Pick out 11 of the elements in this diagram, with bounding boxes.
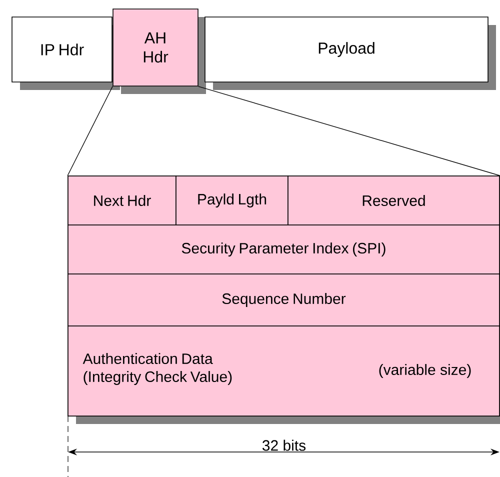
field-cell: Sequence Number xyxy=(68,274,500,326)
header-box: IP Hdr xyxy=(12,16,112,82)
field-cell: Payld Lgth xyxy=(176,176,288,226)
expansion-line xyxy=(67,86,113,176)
header-box: AH Hdr xyxy=(112,8,198,86)
field-cell: Next Hdr xyxy=(68,176,176,226)
field-cell: Reserved xyxy=(288,176,500,226)
payload-box: Payload xyxy=(204,16,488,82)
field-cell: Authentication Data (Integrity Check Value) (variable size) xyxy=(68,326,500,416)
dimension-label: 32 bits xyxy=(262,440,306,451)
node-label: Reserved xyxy=(362,194,425,206)
